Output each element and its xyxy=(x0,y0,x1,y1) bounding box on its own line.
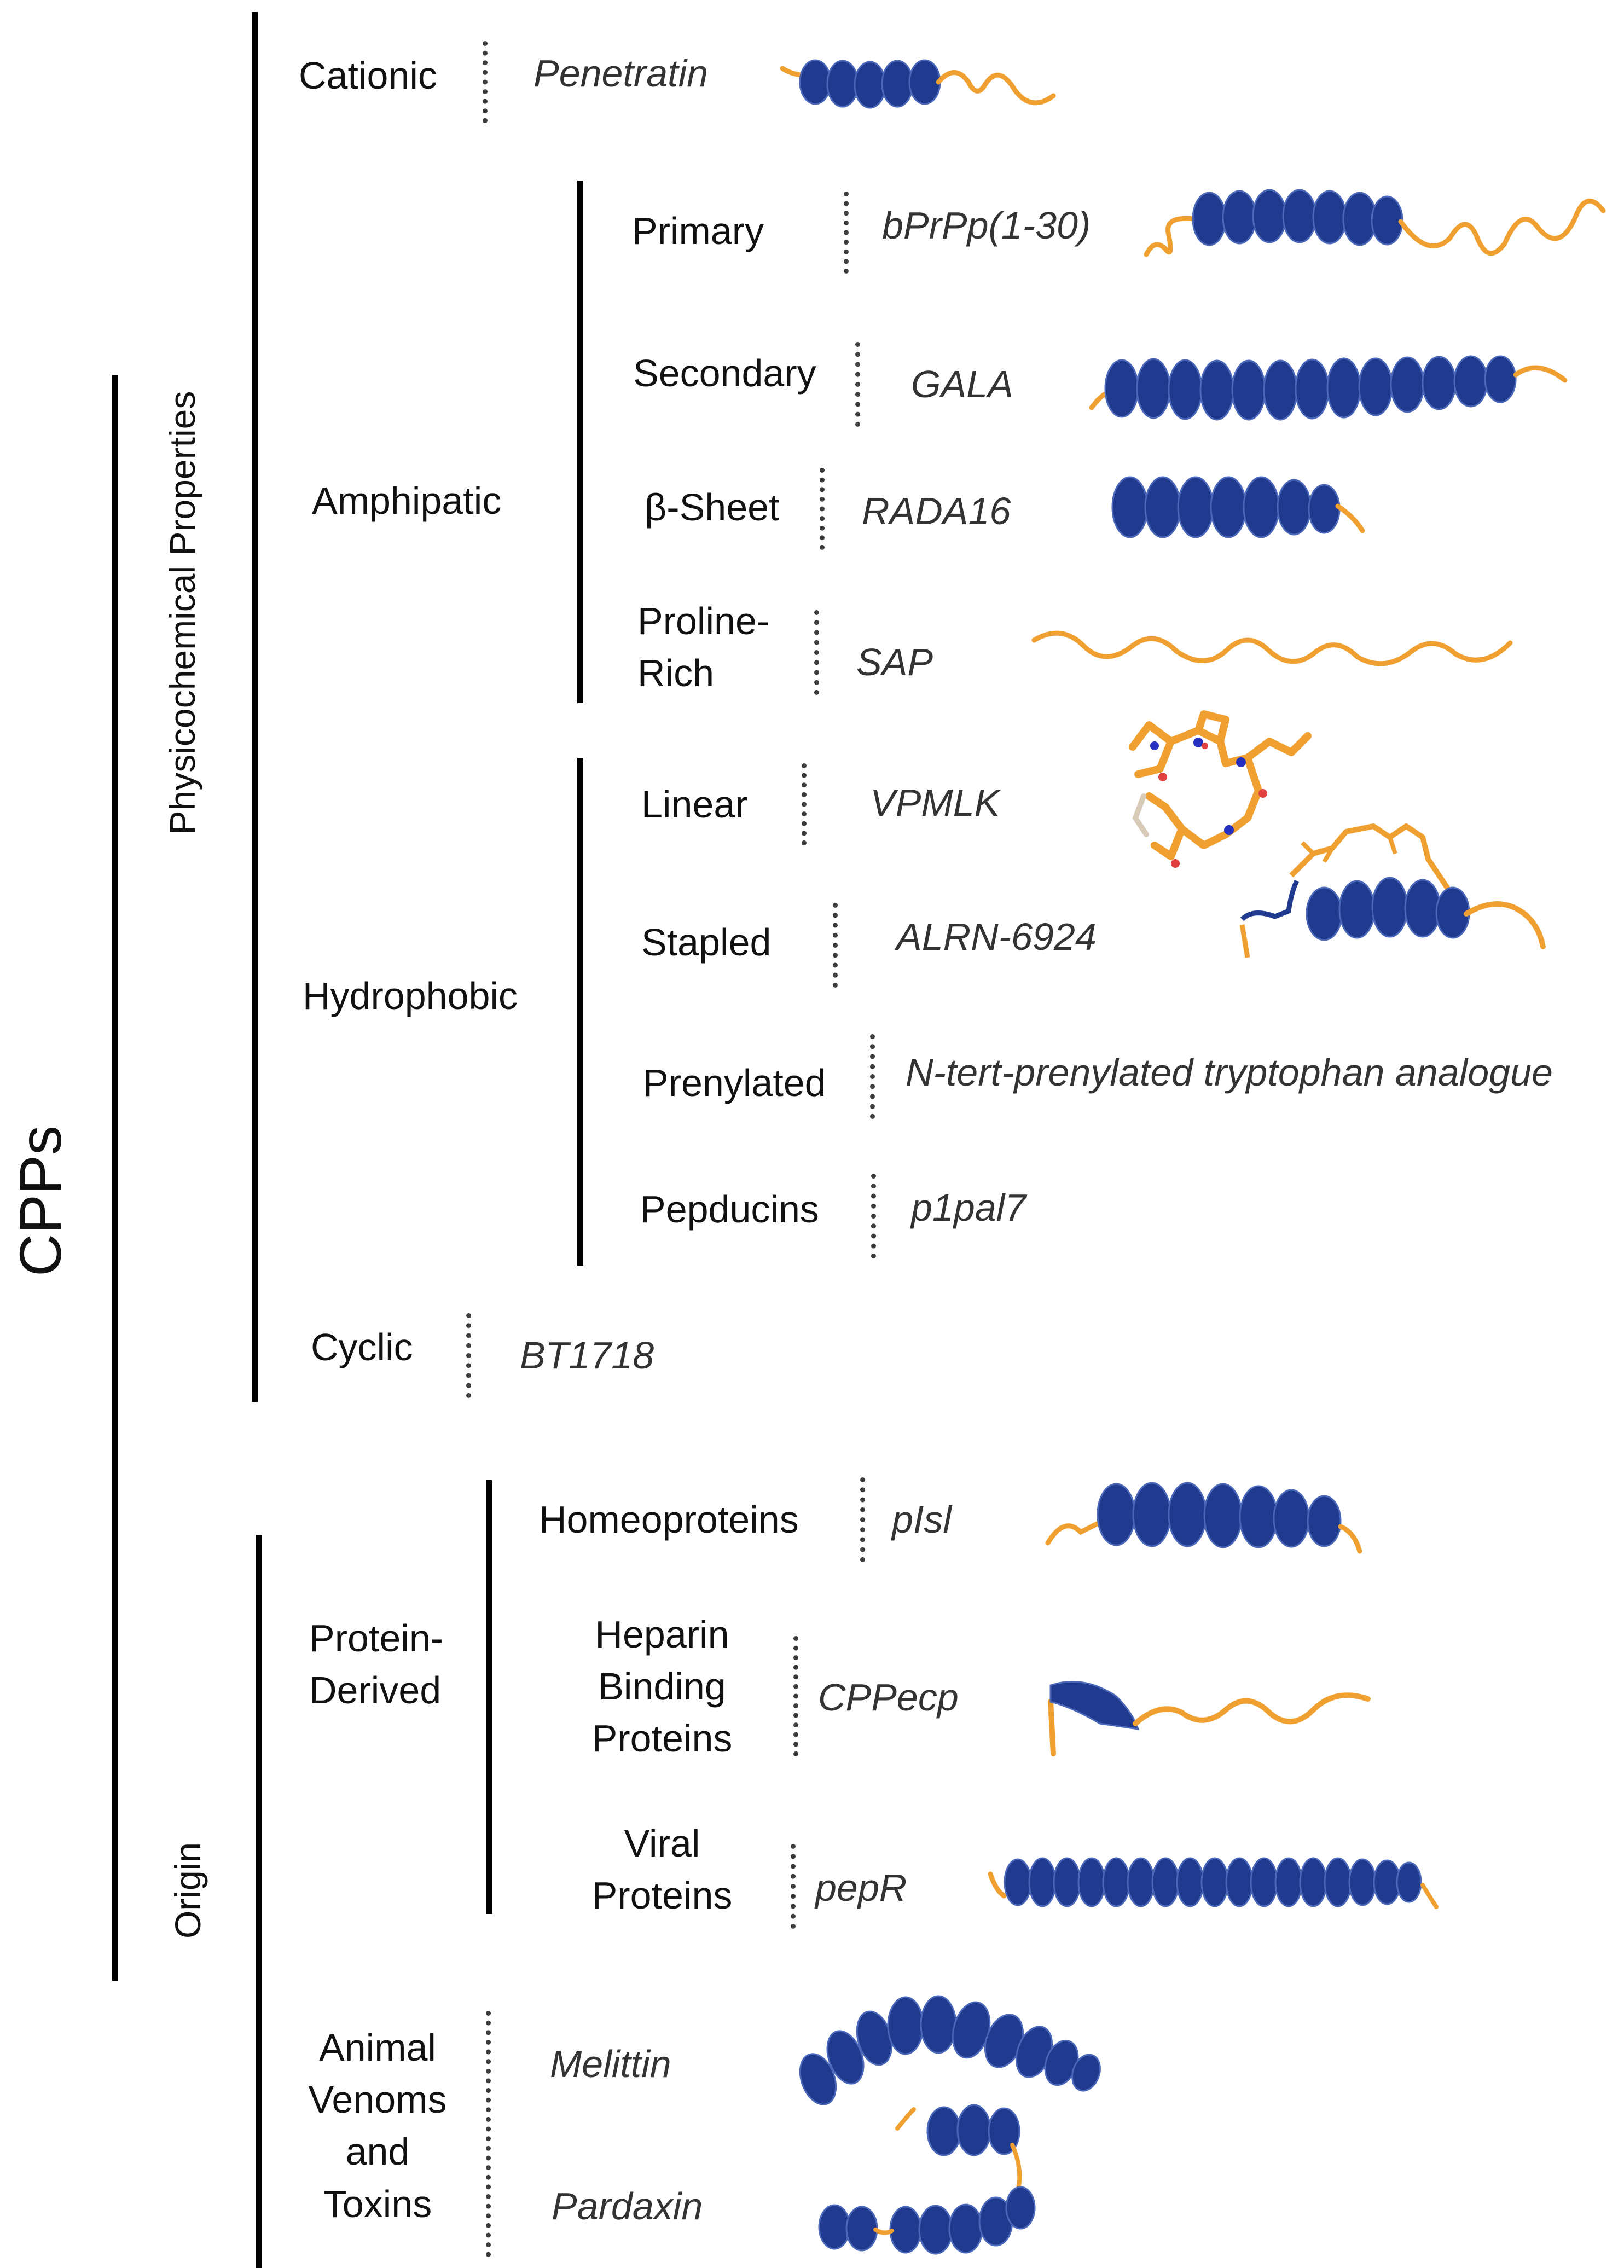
physicochemical-bracket-line xyxy=(252,12,258,1402)
origin-bracket-line xyxy=(256,1535,262,2268)
viral-label-line2: Proteins xyxy=(591,1874,733,1917)
venoms-label: Animal Venoms and Toxins xyxy=(295,2022,460,2230)
pardaxin-example: Pardaxin xyxy=(552,2185,703,2228)
protein-derived-label-line1: Protein- xyxy=(309,1617,444,1660)
venoms-label-line2: Venoms xyxy=(308,2078,447,2121)
sap-structure xyxy=(1031,630,1513,666)
penetratin-structure xyxy=(780,59,1056,109)
beta-sheet-label: β-Sheet xyxy=(645,486,780,529)
pepducins-label: Pepducins xyxy=(640,1188,819,1231)
pepr-structure xyxy=(988,1857,1439,1909)
protein-derived-label-line2: Derived xyxy=(309,1669,442,1712)
linear-label: Linear xyxy=(641,783,748,826)
heparin-dots xyxy=(793,1636,798,1756)
secondary-dots xyxy=(855,342,860,427)
viral-label-line1: Viral xyxy=(624,1822,700,1865)
cyclic-label: Cyclic xyxy=(311,1326,413,1368)
sap-example: SAP xyxy=(856,641,933,683)
primary-label: Primary xyxy=(632,210,764,252)
cppecp-structure xyxy=(1048,1680,1371,1756)
viral-label: Viral Proteins xyxy=(575,1818,750,1922)
vpmlk-example: VPMLK xyxy=(870,781,1000,824)
protein-derived-label: Protein- Derived xyxy=(309,1612,484,1716)
secondary-label: Secondary xyxy=(633,352,816,395)
proline-rich-label-line1: Proline- xyxy=(637,600,770,642)
bprpp-structure xyxy=(1144,189,1606,257)
alrn-example: ALRN-6924 xyxy=(896,915,1097,958)
proline-rich-label-line2: Rich xyxy=(637,652,715,695)
venoms-label-line4: Toxins xyxy=(323,2182,432,2225)
pepr-example: pepR xyxy=(815,1866,907,1909)
stapled-dots xyxy=(833,903,838,988)
stapled-label: Stapled xyxy=(641,921,772,964)
proline-rich-label: Proline- Rich xyxy=(637,595,802,699)
alrn-structure xyxy=(1239,823,1546,958)
prenylated-label: Prenylated xyxy=(643,1062,826,1104)
gala-structure xyxy=(1089,355,1568,421)
homeoproteins-dots xyxy=(860,1477,865,1562)
venoms-label-line1: Animal xyxy=(319,2026,436,2069)
heparin-label-line2: Binding xyxy=(598,1665,726,1708)
primary-dots xyxy=(844,192,849,274)
penetratin-example: Penetratin xyxy=(533,52,709,95)
beta-sheet-dots xyxy=(820,468,825,550)
amphipatic-bracket-line xyxy=(577,181,583,703)
viral-dots xyxy=(791,1844,796,1929)
vpmlk-structure xyxy=(1129,710,1312,868)
pisl-example: pIsl xyxy=(892,1498,952,1541)
heparin-label-line1: Heparin xyxy=(595,1613,729,1656)
pepducins-dots xyxy=(871,1174,876,1258)
protein-derived-bracket-line xyxy=(486,1480,492,1914)
amphipatic-label: Amphipatic xyxy=(312,479,502,522)
root-bracket-line xyxy=(112,375,118,1981)
bprpp-example: bPrPp(1-30) xyxy=(882,204,1091,247)
venoms-label-line3: and xyxy=(345,2130,410,2173)
root-label: CPPs xyxy=(7,1125,73,1277)
rada16-example: RADA16 xyxy=(862,490,1011,532)
hydrophobic-label: Hydrophobic xyxy=(303,975,518,1017)
heparin-label-line3: Proteins xyxy=(591,1717,733,1760)
origin-group-label: Origin xyxy=(167,1842,208,1939)
cationic-dots xyxy=(483,41,488,123)
gala-example: GALA xyxy=(911,363,1013,405)
heparin-label: Heparin Binding Proteins xyxy=(558,1609,766,1765)
homeoproteins-label: Homeoproteins xyxy=(539,1498,799,1541)
prenylated-dots xyxy=(870,1034,875,1119)
proline-rich-dots xyxy=(814,610,819,695)
melittin-structure xyxy=(799,1995,1101,2105)
cationic-label: Cationic xyxy=(299,54,437,97)
venoms-dots xyxy=(486,2011,491,2257)
p1pal7-example: p1pal7 xyxy=(911,1186,1026,1229)
hydrophobic-bracket-line xyxy=(577,758,583,1266)
pardaxin-structure xyxy=(818,2104,1036,2255)
cyclic-dots xyxy=(466,1313,471,1398)
prenylated-example: N-tert-prenylated tryptophan analogue xyxy=(906,1051,1553,1094)
physicochemical-group-label: Physicochemical Properties xyxy=(162,391,202,835)
pisl-structure xyxy=(1045,1482,1362,1554)
linear-dots xyxy=(802,763,807,845)
melittin-example: Melittin xyxy=(550,2043,671,2085)
cppecp-example: CPPecp xyxy=(818,1676,959,1719)
rada16-structure xyxy=(1111,476,1365,538)
bt1718-example: BT1718 xyxy=(520,1334,654,1377)
